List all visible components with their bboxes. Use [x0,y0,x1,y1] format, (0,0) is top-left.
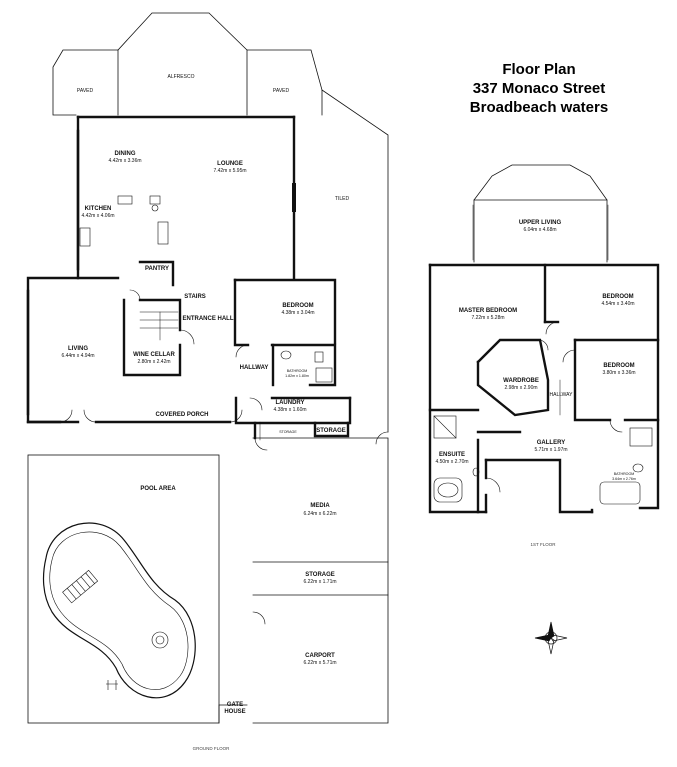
master-bedroom-name: MASTER BEDROOM [459,308,517,314]
wine-cellar-dim: 2.80m x 2.42m [137,359,170,365]
lounge-dim: 7.42m x 5.95m [213,168,246,174]
upper-living-dim: 6.04m x 4.68m [523,227,556,233]
gate-house-line2: HOUSE [224,709,245,715]
ensuite-name: ENSUITE [439,452,465,458]
first-floor-walls [428,164,660,514]
dining-dim: 4.42m x 3.36m [108,158,141,164]
lounge-name: LOUNGE [217,161,243,167]
title-line-2: 337 Monaco Street [473,80,606,97]
living-dim: 6.44m x 4.94m [61,353,94,359]
wardrobe-name: WARDROBE [503,378,539,384]
bathroom-name: BATHROOM [287,369,308,373]
bedroom-name: BEDROOM [282,303,313,309]
storage-name: STORAGE [305,572,335,578]
carport-name: CARPORT [305,653,335,659]
tiled-label: TILED [335,196,350,202]
laundry-dim: 4.38m x 1.60m [273,407,306,413]
media-name: MEDIA [310,503,330,509]
carport-dim: 6.22m x 5.71m [303,660,336,666]
pantry-label: PANTRY [145,266,169,272]
north-arrow-icon [534,621,568,655]
ff-hallway-label: HALLWAY [550,392,574,398]
title-line-3: Broadbeach waters [470,99,608,116]
covered-porch-label: COVERED PORCH [155,412,208,418]
storage-dim: 6.22m x 1.71m [303,579,336,585]
ff-bathroom-dim: 3.64m x 2.76m [612,477,636,481]
kitchen-dim: 4.42m x 4.06m [81,213,114,219]
ground-floor-label: GROUND FLOOR [193,746,231,751]
kitchen-name: KITCHEN [85,206,112,212]
bedroom-2-dim: 3.80m x 3.36m [602,370,635,376]
master-bedroom-dim: 7.22m x 5.28m [471,315,504,321]
gate-house-line1: GATE [227,702,243,708]
first-floor-label: 1ST FLOOR [531,542,557,547]
laundry-name: LAUNDRY [275,400,304,406]
title-line-1: Floor Plan [502,61,575,78]
hallway-label: HALLWAY [240,365,269,371]
living-name: LIVING [68,346,88,352]
wardrobe-dim: 2.98m x 2.90m [504,385,537,391]
alfresco-label: ALFRESCO [168,74,195,80]
upper-living-name: UPPER LIVING [519,220,562,226]
entrance-hall-label: ENTRANCE HALL [183,316,234,322]
gallery-dim: 5.71m x 1.97m [534,447,567,453]
bedroom-1-dim: 4.54m x 3.40m [601,301,634,307]
ground-floor-walls [26,12,389,724]
stairs-label: STAIRS [184,294,206,300]
bedroom-dim: 4.38m x 3.04m [281,310,314,316]
ff-bathroom-name: BATHROOM [614,472,635,476]
paved-left-label: PAVED [77,88,94,94]
pool-area-label: POOL AREA [140,486,176,492]
media-dim: 6.24m x 6.22m [303,511,336,517]
pool [42,522,196,699]
dining-name: DINING [115,151,136,157]
bedroom-1-name: BEDROOM [602,294,633,300]
gallery-name: GALLERY [537,440,565,446]
paved-right-label: PAVED [273,88,290,94]
bedroom-2-name: BEDROOM [603,363,634,369]
ensuite-dim: 4.50m x 2.70m [435,459,468,465]
storage-box-label: STORAGE [316,428,346,434]
wine-cellar-name: WINE CELLAR [133,352,175,358]
storage-small-label: STORAGE [279,430,297,434]
bathroom-dim: 1.82m x 1.80m [285,374,309,378]
